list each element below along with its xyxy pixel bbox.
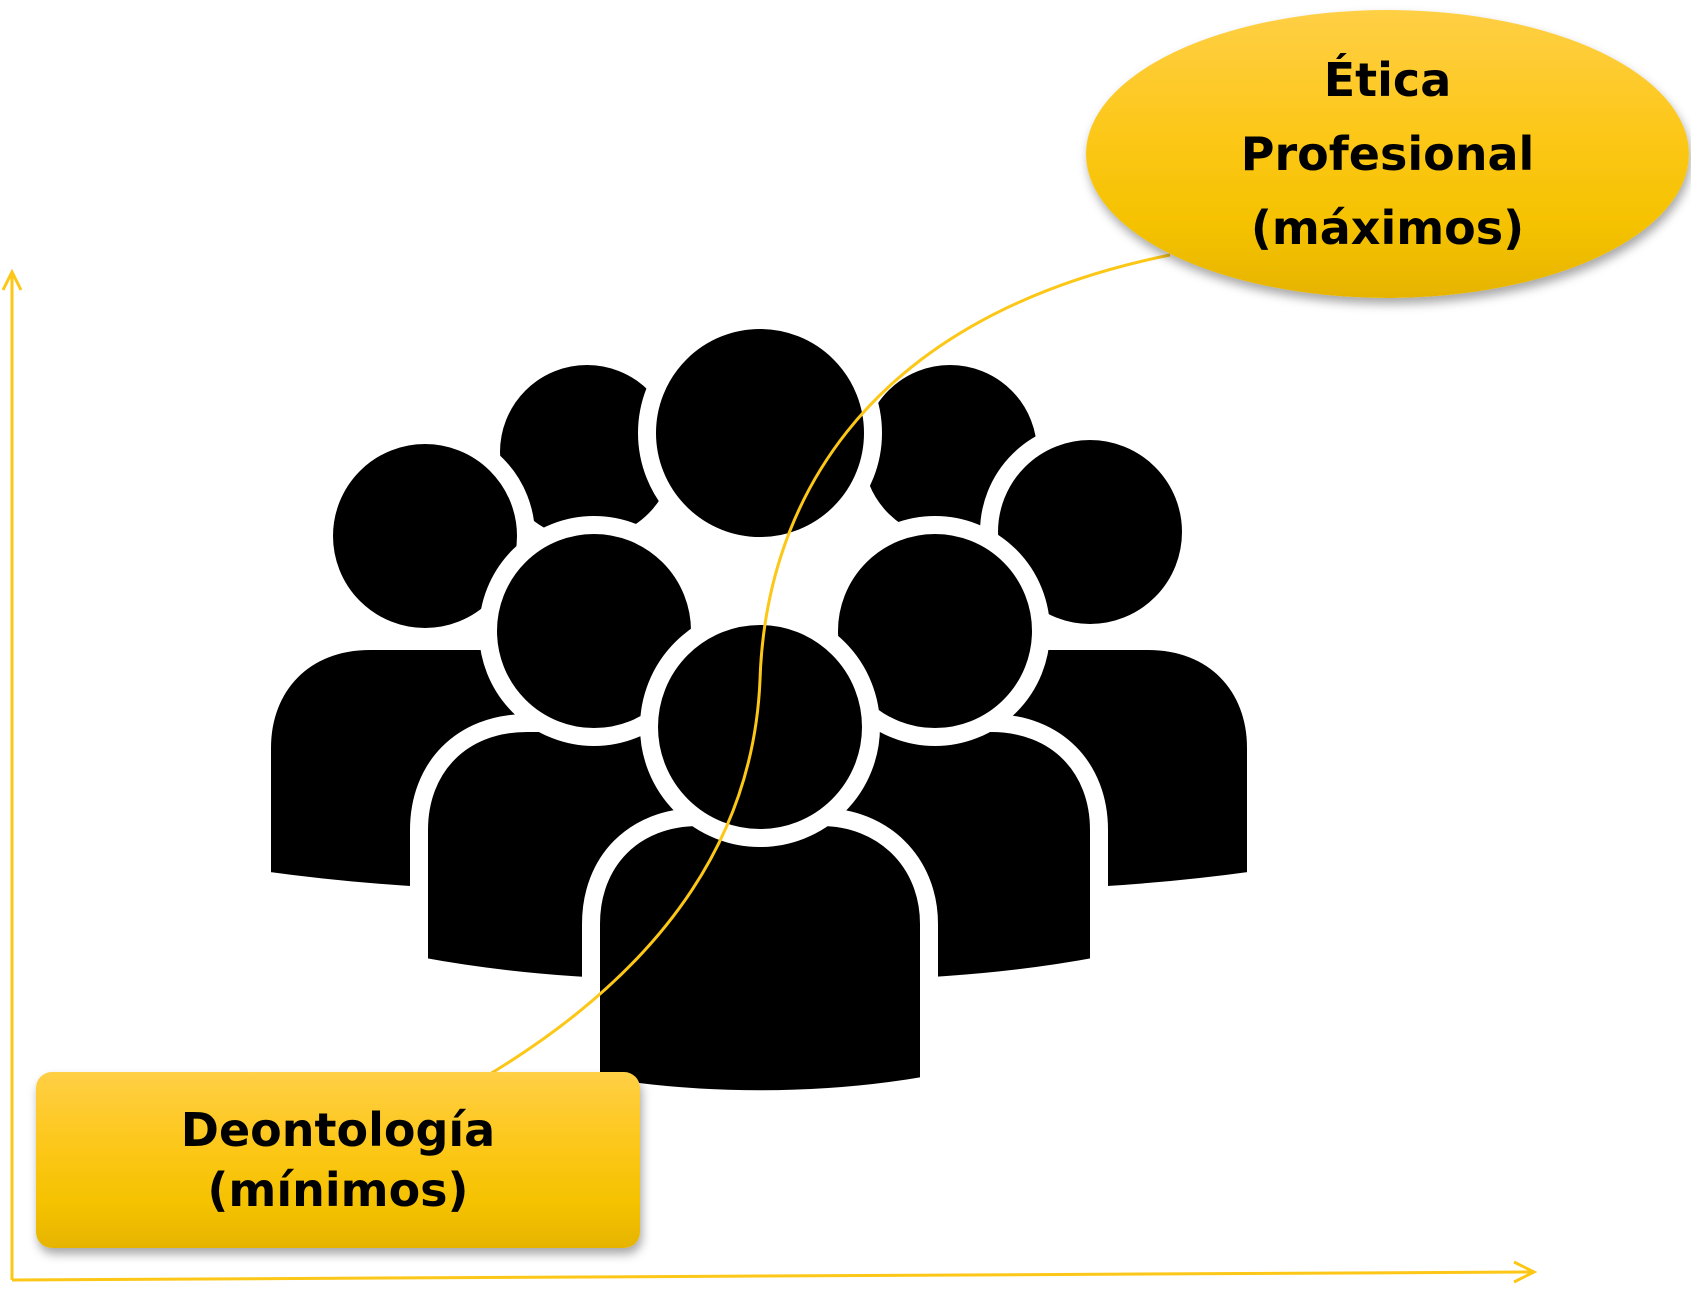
group-of-people-icon (253, 311, 1265, 1109)
maximos-label-ellipse: Ética Profesional (máximos) (1086, 10, 1689, 298)
maximos-label-line3: (máximos) (1250, 201, 1525, 255)
minimos-label-line1: Deontología (180, 1103, 496, 1157)
person-head-front (640, 607, 880, 847)
y-axis-arrowhead (1, 268, 23, 291)
axes (1, 268, 1538, 1284)
x-axis-line (11, 1270, 1535, 1282)
minimos-label-box: Deontología (mínimos) (36, 1072, 640, 1248)
x-axis-arrowhead (1513, 1260, 1538, 1284)
maximos-label-line2: Profesional (1240, 127, 1535, 181)
person-head-outer-left (315, 426, 535, 646)
minimos-label-line2: (mínimos) (207, 1163, 469, 1217)
maximos-label-line1: Ética (1323, 53, 1452, 107)
connector-curve (479, 253, 1171, 1082)
person-head-back-center (638, 311, 882, 555)
person-body-front (582, 808, 938, 1109)
